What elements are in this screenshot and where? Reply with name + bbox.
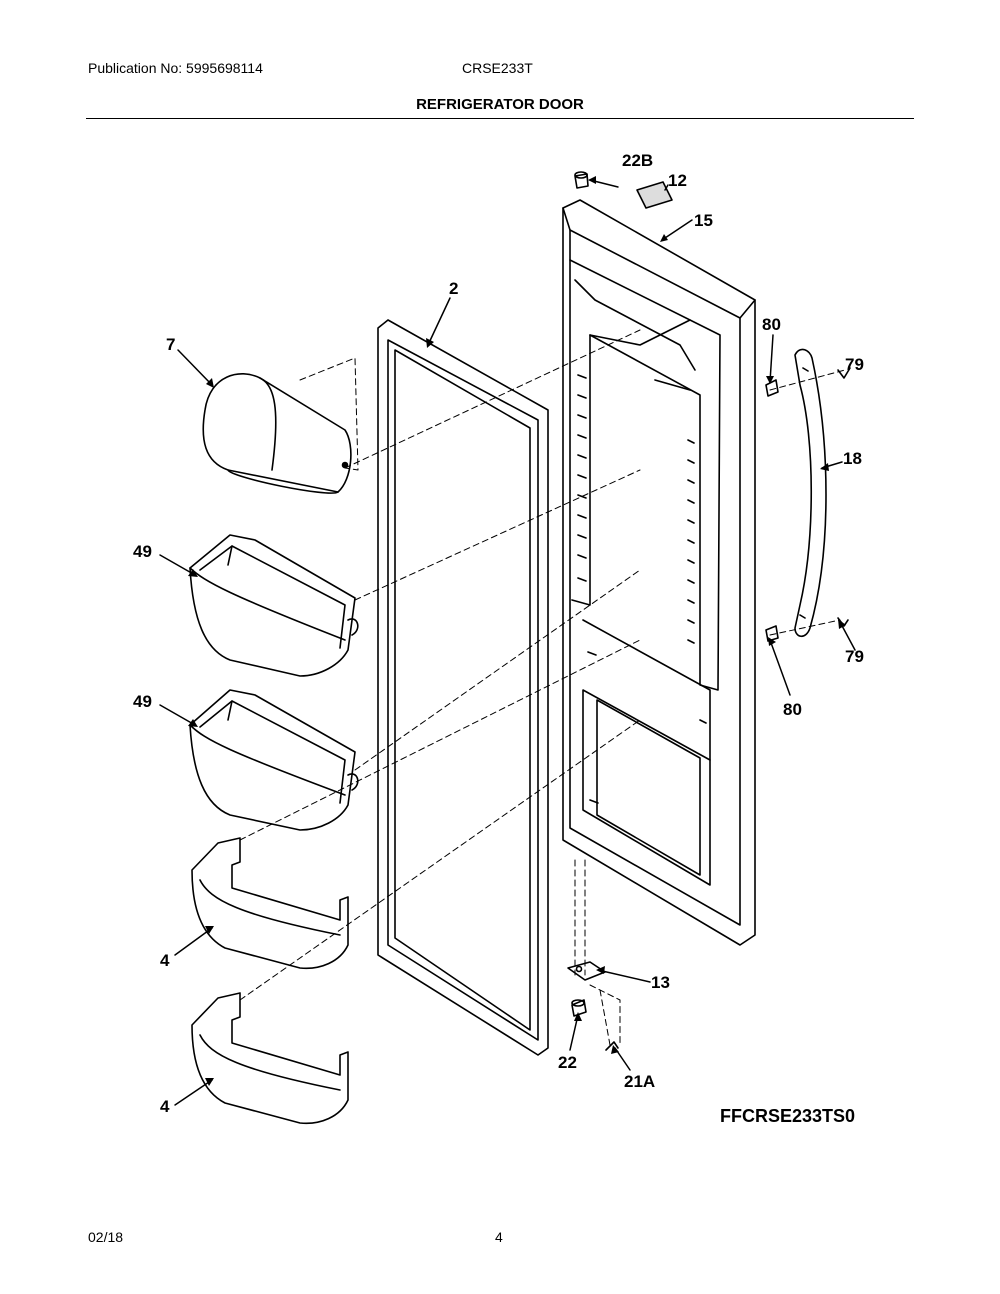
callout-4-lower: 4	[160, 1097, 170, 1116]
part-15-refrigerator-door	[562, 199, 756, 946]
footer-date: 02/18	[88, 1229, 124, 1245]
part-7-canister	[202, 373, 352, 494]
callout-22: 22	[558, 1053, 577, 1072]
callout-13: 13	[651, 973, 670, 992]
callout-4-upper: 4	[160, 951, 170, 970]
leader-lines	[159, 179, 856, 1106]
callout-15: 15	[694, 211, 713, 230]
liner-shelf-supports-left	[577, 374, 587, 582]
part-12-label	[636, 181, 673, 209]
leader-arrowheads	[188, 176, 846, 1086]
header-rule	[86, 118, 914, 119]
part-22b-hinge-cap	[574, 171, 589, 189]
callout-7: 7	[166, 335, 175, 354]
publication-number: Publication No: 5995698114	[88, 60, 263, 76]
model-number: CRSE233T	[462, 60, 533, 76]
part-49-door-bin-upper	[189, 534, 359, 677]
part-80-handle-mount-upper	[765, 379, 779, 397]
alignment-dashed-lines	[239, 329, 846, 1046]
callout-79-lower: 79	[845, 647, 864, 666]
callout-49-lower: 49	[133, 692, 152, 711]
callout-79-upper: 79	[845, 355, 864, 374]
part-22-hinge-bushing	[571, 999, 587, 1017]
drawing-code: FFCRSE233TS0	[720, 1106, 855, 1126]
callout-49-upper: 49	[133, 542, 152, 561]
part-21a-screw	[605, 1041, 619, 1051]
part-79-screw-upper	[837, 367, 851, 379]
callout-22b: 22B	[622, 151, 653, 170]
page-number: 4	[495, 1229, 503, 1245]
part-4-door-shelf-lower	[191, 992, 349, 1125]
callout-80-upper: 80	[762, 315, 781, 334]
page-title: REFRIGERATOR DOOR	[416, 96, 584, 113]
callout-80-lower: 80	[783, 700, 802, 719]
callout-21a: 21A	[624, 1072, 655, 1091]
part-49-door-bin-lower	[189, 689, 359, 831]
part-4-door-shelf-upper	[191, 837, 349, 970]
callout-2: 2	[449, 279, 458, 298]
part-18-door-handle	[794, 348, 827, 638]
liner-shelf-supports-right	[687, 439, 695, 644]
callout-12: 12	[668, 171, 687, 190]
part-2-door-gasket	[377, 319, 549, 1056]
callout-18: 18	[843, 449, 862, 468]
part-80-handle-mount-lower	[765, 625, 779, 642]
